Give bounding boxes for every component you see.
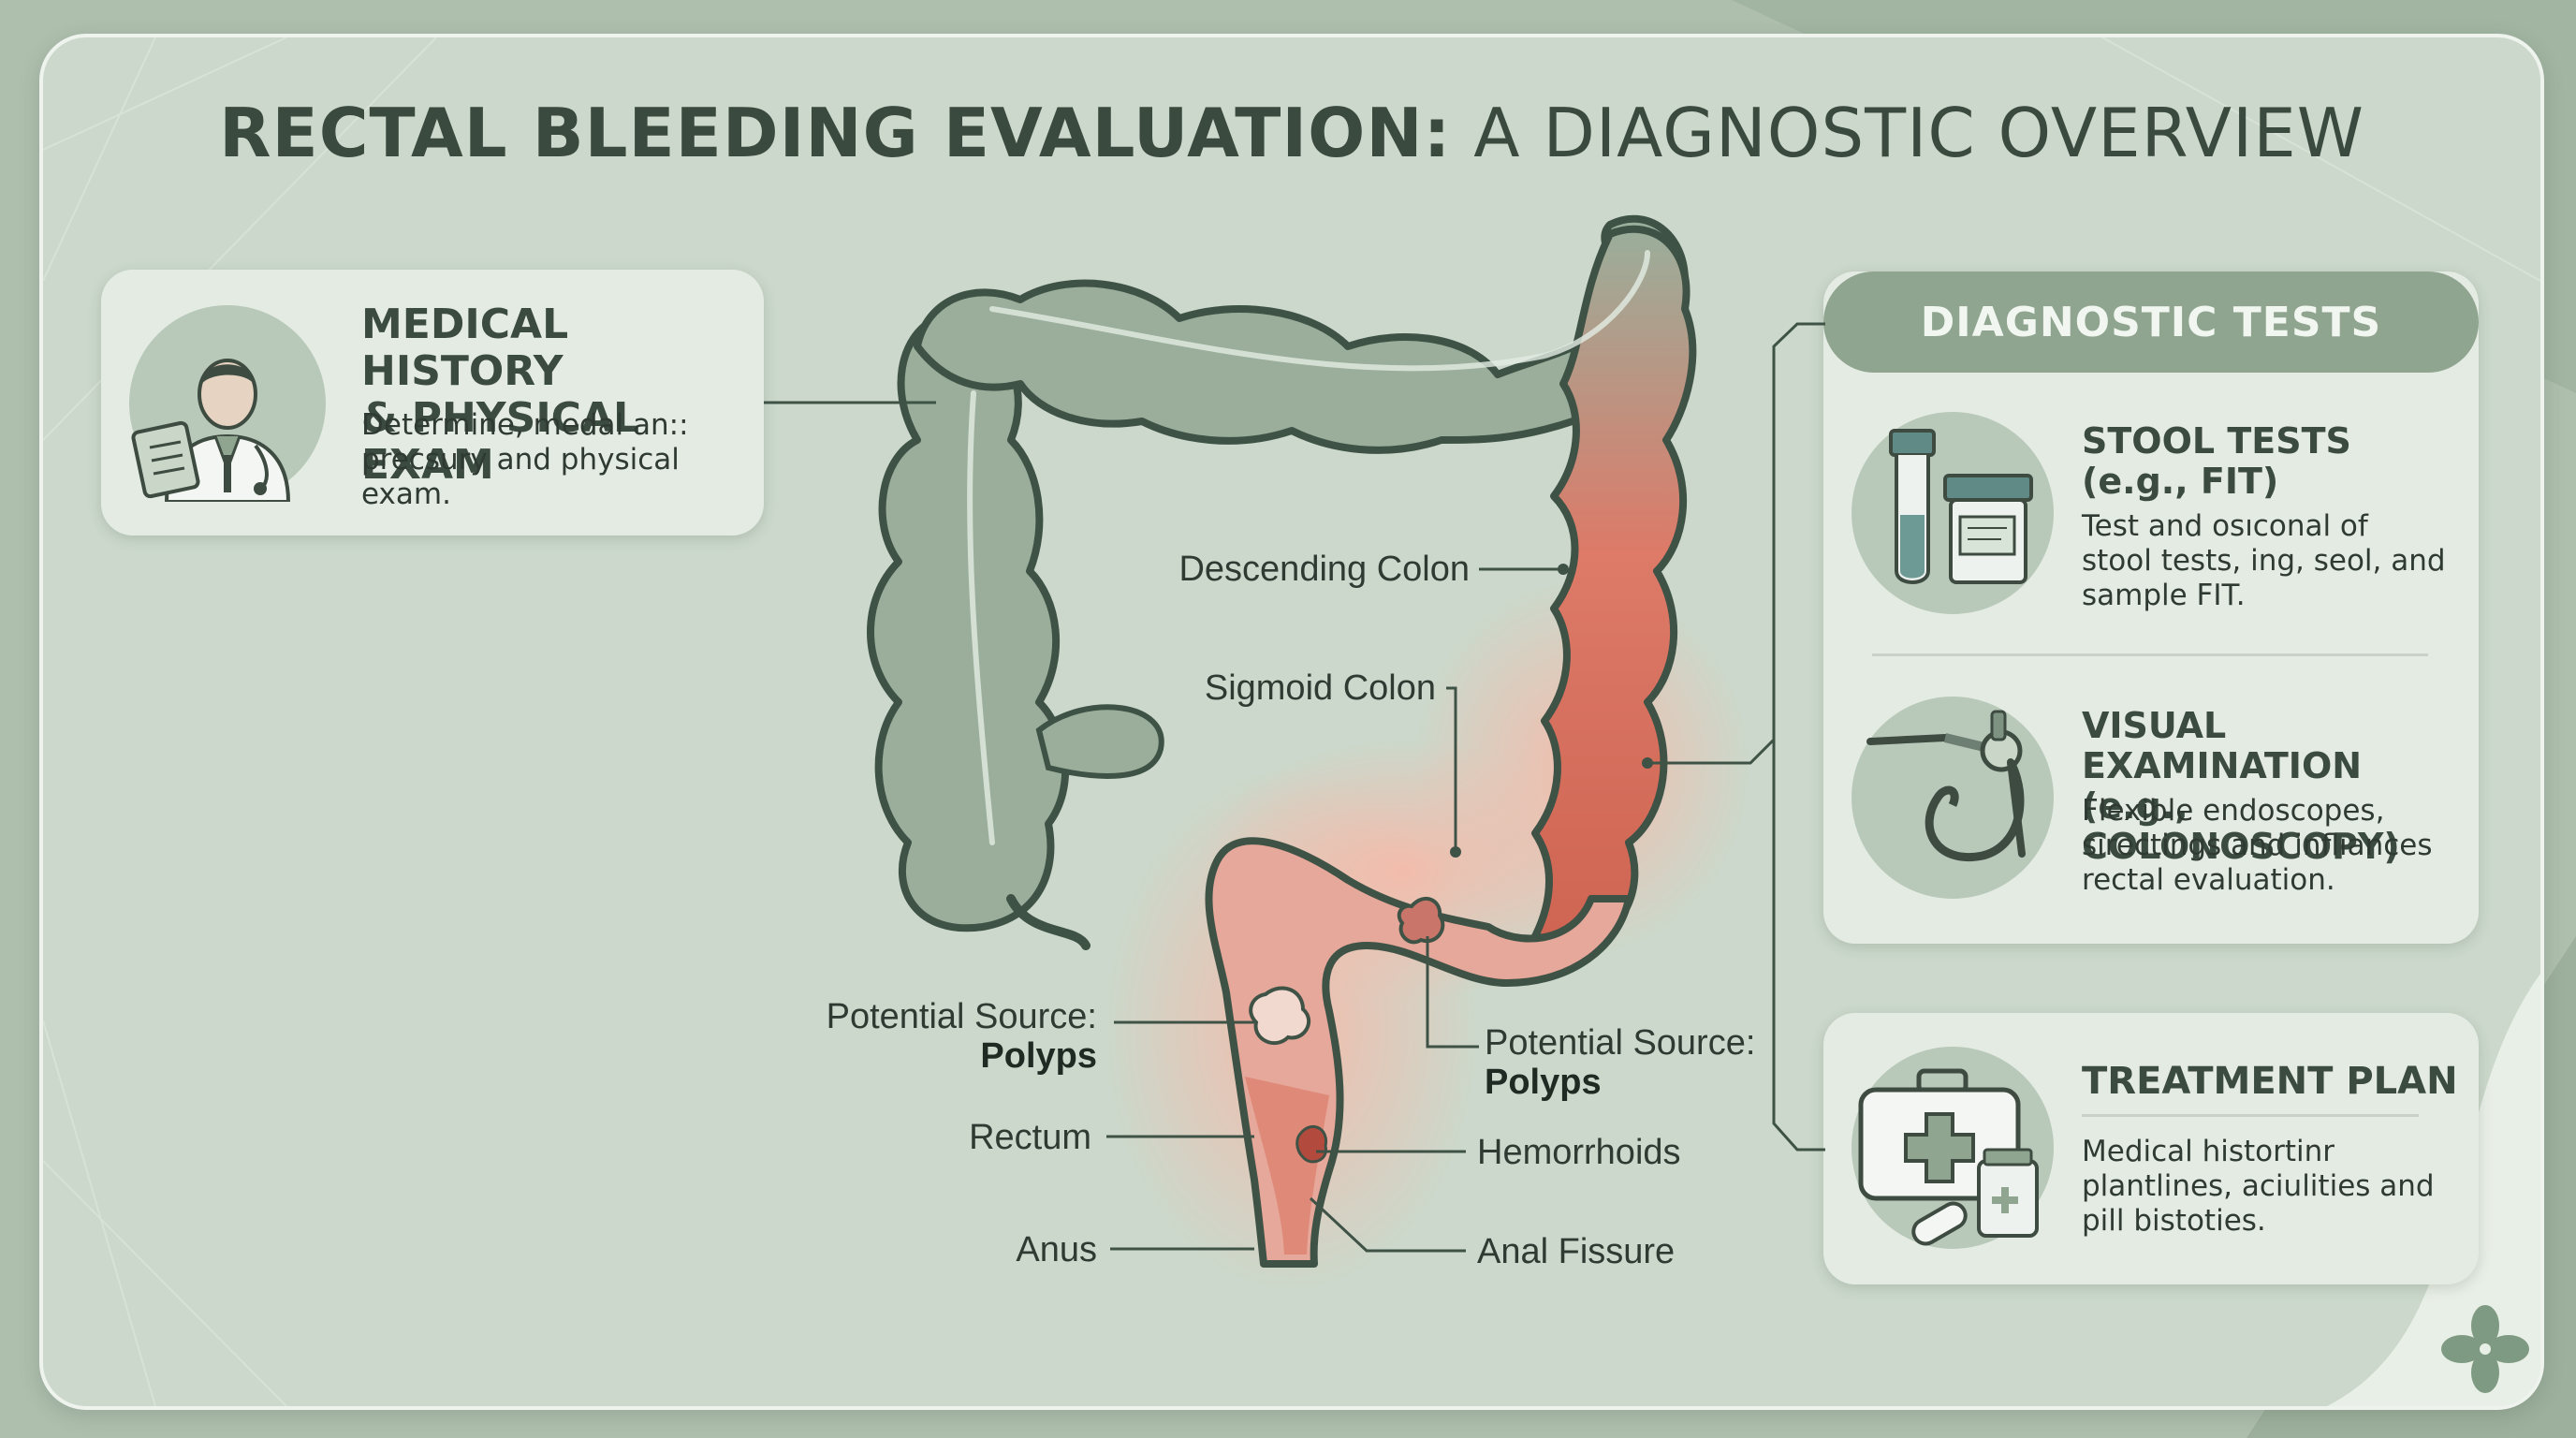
page-title: RECTAL BLEEDING EVALUATION: A DIAGNOSTIC… <box>43 94 2540 172</box>
polyp-left <box>1249 986 1310 1046</box>
stool-text: Test and osıconal of stool tests, ing, s… <box>2082 509 2446 612</box>
visual-text: Flexible endoscopes, sirectings and infl… <box>2082 794 2433 897</box>
rectum-shading <box>1245 1077 1329 1255</box>
panel-decoration <box>43 37 2540 1406</box>
clover-logo <box>2441 1305 2529 1393</box>
label-polyps-right-name: Polyps <box>1485 1063 1602 1102</box>
stool-heading: STOOL TESTS (e.g., FIT) <box>2082 420 2351 502</box>
title-bold: RECTAL BLEEDING EVALUATION: <box>219 94 1452 172</box>
visual-heading: VISUAL EXAMINATION (e.g., COLONOSCOPY) <box>2082 705 2400 867</box>
label-sigmoid-colon: Sigmoid Colon <box>1205 668 1436 708</box>
label-polyps-right-prefix: Potential Source: <box>1485 1023 1755 1063</box>
title-rest: A DIAGNOSTIC OVERVIEW <box>1451 94 2364 172</box>
history-heading: MEDICAL HISTORY & PHYSICAL EXAM <box>361 301 640 489</box>
colon-body <box>867 214 1697 949</box>
treatment-divider <box>2082 1114 2419 1117</box>
label-anus: Anus <box>1016 1230 1097 1269</box>
polyp-right <box>1397 896 1445 945</box>
label-descending-colon: Descending Colon <box>1178 550 1470 589</box>
treatment-text: Medical histortinr plantlines, aciulitie… <box>2082 1135 2435 1238</box>
hemorrhoid-lesion <box>1295 1125 1328 1164</box>
label-polyps-left-prefix: Potential Source: <box>827 997 1097 1036</box>
ileum-tail <box>1006 894 1090 950</box>
history-text: Determine, medal an:: precsury and physi… <box>361 408 689 511</box>
ascending-colon <box>867 315 1070 932</box>
colon-highlight <box>967 250 1650 845</box>
label-polyps-left-name: Polyps <box>980 1036 1097 1076</box>
diagnostic-tests-header: DIAGNOSTIC TESTS <box>1823 271 2479 373</box>
transverse-colon <box>914 214 1689 454</box>
endoscope-icon <box>1866 710 2026 861</box>
treatment-heading: TREATMENT PLAN <box>2082 1060 2458 1103</box>
appendix <box>1035 704 1164 779</box>
callout-dots <box>1450 564 1653 858</box>
doctor-icon <box>131 359 291 502</box>
history-card: MEDICAL HISTORY & PHYSICAL EXAM Determin… <box>101 270 764 536</box>
callout-lines <box>764 322 1825 1253</box>
label-hemorrhoids: Hemorrhoids <box>1477 1133 1681 1172</box>
first-aid-kit-icon <box>1858 1068 2039 1246</box>
label-rectum: Rectum <box>969 1118 1091 1157</box>
diagnostic-divider <box>1872 653 2428 656</box>
treatment-card: TREATMENT PLAN Medical histortinr plantl… <box>1823 1013 2479 1284</box>
label-anal-fissure: Anal Fissure <box>1477 1232 1675 1271</box>
test-tube-icon <box>1889 429 2033 584</box>
